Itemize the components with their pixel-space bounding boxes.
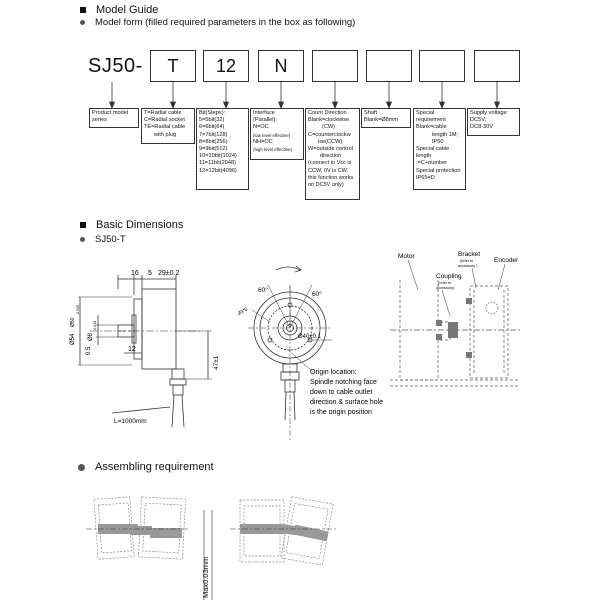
basic-dimensions-heading: Basic Dimensions: [80, 219, 183, 231]
label-motor: Motor: [398, 253, 415, 260]
dim-12: 12: [128, 346, 136, 353]
rotation-arrow-icon: [275, 266, 301, 271]
basic-dimensions-model: SJ50-T: [95, 234, 126, 245]
dim-d54: Ø54: [70, 333, 76, 345]
dim-4-m3: 4-M3*6: [238, 306, 249, 319]
bullet-dot-icon: [80, 236, 85, 242]
model-guide-heading: Model Guide: [80, 4, 158, 16]
label-bracket: Bracket: [458, 251, 480, 258]
origin-note-line-2: Spindle notching face: [310, 379, 377, 386]
dim-29: 29±0.2: [158, 270, 179, 277]
label-bracket-note-1: (refer to: [460, 259, 473, 263]
model-box-special: [419, 50, 465, 82]
label-coupling: Coupling: [436, 273, 462, 280]
basic-dimensions-title: Basic Dimensions: [96, 219, 184, 231]
model-guide-subtitle-row: Model form (filled required parameters i…: [80, 17, 355, 28]
encoder-body: [141, 288, 177, 370]
model-connector-arrows: [108, 82, 501, 110]
model-guide-title: Model Guide: [96, 4, 159, 16]
dim-05: 0.5: [86, 346, 92, 355]
model-box-direction: [312, 50, 358, 82]
bullet-dot-icon: [80, 19, 85, 25]
basic-dimensions-model-row: SJ50-T: [80, 234, 126, 245]
dim-d50-tol: -0.025: [76, 305, 80, 315]
param-interface: Interface(Parallel):N=OC(low level effec…: [250, 108, 304, 160]
model-box-shaft: [366, 50, 412, 82]
model-box-voltage: [474, 50, 520, 82]
dim-d8-tol: -0.015: [93, 321, 97, 331]
model-guide-subtitle: Model form (filled required parameters i…: [95, 17, 356, 28]
label-coupling-note-2: accessory): [436, 286, 455, 290]
angle-60-right: 60°: [312, 290, 322, 298]
angle-60-left: 60°: [258, 286, 268, 294]
dim-d40: Ø40±0.1: [298, 334, 322, 340]
assembling-drawing: Max0.03mm: [86, 496, 338, 600]
param-bit: Bit(Steps):5=5bit(32)6=6bit(64)7=7bit(12…: [196, 108, 249, 190]
model-box-interface: N: [258, 50, 304, 82]
model-box-bit: 12: [203, 50, 249, 82]
dim-d50: Ø50: [70, 317, 76, 327]
side-view-drawing: 16 5 29±0.2 Ø54 Ø50 -0.025 Ø8 -0.015 0.5…: [70, 270, 220, 428]
dim-d8: Ø8: [88, 332, 94, 341]
assembling-max-label: Max0.03mm: [201, 557, 210, 598]
model-prefix: SJ50-: [88, 55, 143, 77]
installation-drawing: Motor Coupling (refer to accessory) Brac…: [390, 251, 520, 387]
label-encoder: Encoder: [494, 257, 519, 264]
model-box-type: T: [150, 50, 196, 82]
label-bracket-note-2: accessory ): [458, 264, 478, 268]
bullet-square-icon: [80, 7, 86, 14]
origin-note-line-5: is the origin position: [310, 409, 372, 416]
origin-note-line-4: direction & surface hole: [310, 399, 383, 406]
dim-5: 5: [148, 270, 152, 277]
cable-length: L=1000mm: [114, 418, 147, 425]
origin-note-line-1: Origin location:: [310, 369, 357, 376]
bullet-dot-icon: [78, 463, 85, 471]
bullet-square-icon: [80, 222, 86, 229]
front-view-drawing: 60° 60° 4-M3*6 Ø40±0.1 Origin location: …: [238, 265, 383, 440]
assembling-title: Assembling requirement: [95, 461, 214, 473]
label-coupling-note-1: (refer to: [438, 281, 451, 285]
origin-note-line-3: down to cable outlet: [310, 389, 372, 396]
dim-16: 16: [131, 270, 139, 277]
dim-47: 47±1: [213, 355, 220, 370]
assembling-heading: Assembling requirement: [78, 461, 214, 473]
param-supply-voltage: Supply voltage:DC5V;DC8-30V: [467, 108, 520, 136]
